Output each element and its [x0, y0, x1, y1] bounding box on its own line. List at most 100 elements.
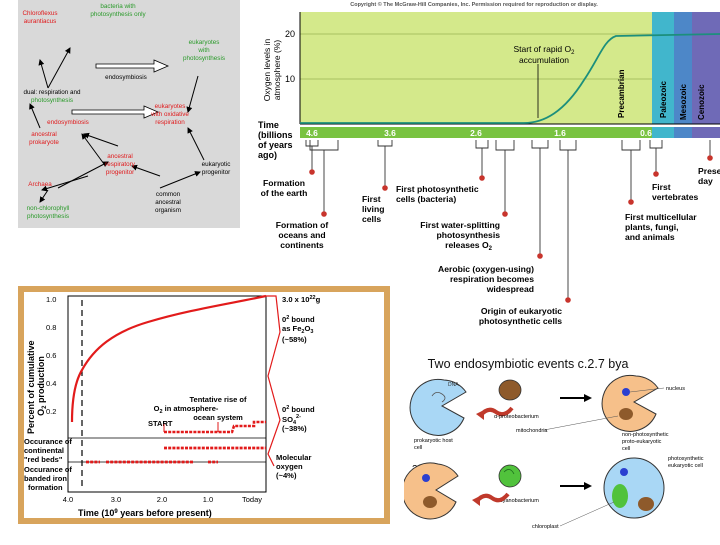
ytick-1-0: 1.0 — [46, 295, 56, 304]
xtick-2-0: 2.0 — [157, 495, 167, 504]
ytick-0-8: 0.8 — [46, 323, 56, 332]
nucleus-3 — [620, 468, 628, 476]
cyanobacterium — [498, 464, 522, 488]
evolution-arrows — [29, 47, 205, 203]
mitochondria-1 — [619, 408, 633, 420]
time-bar — [300, 127, 720, 138]
proto-eukaryotic-cell — [601, 374, 659, 432]
era-cenozoic: Cenozoic — [697, 84, 706, 120]
host-dna — [431, 392, 446, 403]
engulf-arrow-1-head — [476, 410, 484, 420]
time-bar-mesozoic — [674, 127, 692, 138]
oxygen-curve — [300, 33, 720, 124]
mitochondria-2 — [423, 496, 437, 508]
chart-inner — [24, 292, 384, 518]
chloroplast — [612, 484, 628, 508]
engulf-arrow-1 — [478, 406, 514, 418]
time-bar-paleozoic — [652, 127, 674, 138]
ytick-0-2: 0.2 — [46, 407, 56, 416]
node-archaea: Archaea — [28, 181, 52, 188]
era-mesozoic: Mesozoic — [679, 83, 688, 120]
molecular-oxygen-line — [164, 420, 266, 434]
label-dna: DNA — [448, 382, 459, 388]
plot-background — [300, 12, 720, 124]
endosymbiosis-svg: Two endosymbiotic events c.2.7 bya 1 DNA… — [401, 357, 704, 530]
label-chloroplast: chloroplast — [532, 524, 559, 530]
arrow-row2-head — [584, 482, 592, 490]
endosymbiosis-title: Two endosymbiotic events c.2.7 bya — [428, 357, 629, 371]
xtick-3-0: 3.0 — [111, 495, 121, 504]
event-present: Presentday — [698, 166, 720, 186]
mito-leader — [543, 415, 619, 431]
chloro-leader — [559, 501, 615, 527]
right-bracket — [266, 295, 281, 467]
arrow-row1-head — [584, 394, 592, 402]
timeline-svg: Copyright © The McGraw-Hill Companies, I… — [258, 1, 720, 326]
copyright-text: Copyright © The McGraw-Hill Companies, I… — [350, 1, 598, 8]
prokaryotic-host-cell — [409, 378, 467, 436]
mitochondria-3 — [638, 497, 654, 511]
cumulative-curve — [70, 294, 267, 423]
oxygen-production-chart: 1.0 0.8 0.6 0.4 0.2 Percent of cumulativ… — [18, 286, 390, 524]
event-dots — [309, 155, 713, 303]
heterotrophic-eukaryote — [401, 462, 459, 520]
time-tick-2-6: 2.6 — [470, 128, 482, 138]
hollow-arrow-1 — [95, 59, 170, 73]
xtick-1-0: 1.0 — [203, 495, 213, 504]
event-aerobic: Aerobic (oxygen-using)respiration become… — [438, 264, 534, 294]
label-alpha: α-proteobacterium — [494, 414, 539, 420]
nucleus-2 — [422, 474, 430, 482]
event-brackets — [305, 140, 711, 298]
xtick-today: Today — [242, 495, 262, 504]
label-start: START — [148, 419, 173, 428]
ytick-0-6: 0.6 — [46, 351, 56, 360]
era-mesozoic-bg — [674, 12, 692, 124]
nucleus-1 — [622, 388, 630, 396]
era-cenozoic-bg — [692, 12, 720, 124]
engulf-arrow-2 — [474, 492, 510, 504]
ytick-20: 20 — [285, 29, 295, 39]
time-tick-3-6: 3.6 — [384, 128, 396, 138]
label-mitochondria: mitochondria — [516, 428, 548, 434]
engulf-arrow-2-head — [472, 496, 480, 506]
time-bar-cenozoic — [692, 127, 720, 138]
oxygen-timeline: Copyright © The McGraw-Hill Companies, I… — [244, 0, 720, 330]
era-paleozoic-bg — [652, 12, 674, 124]
era-precambrian: Precambrian — [617, 69, 626, 118]
nucleus-leader — [629, 387, 665, 393]
label-cyanobacterium: cyanobacterium — [500, 498, 539, 504]
cyano-detail — [503, 469, 515, 475]
label-endosymbiosis-2: endosymbiosis — [47, 119, 89, 126]
ytick-10: 10 — [285, 74, 295, 84]
photosynthetic-eukaryotic-cell — [603, 457, 665, 519]
